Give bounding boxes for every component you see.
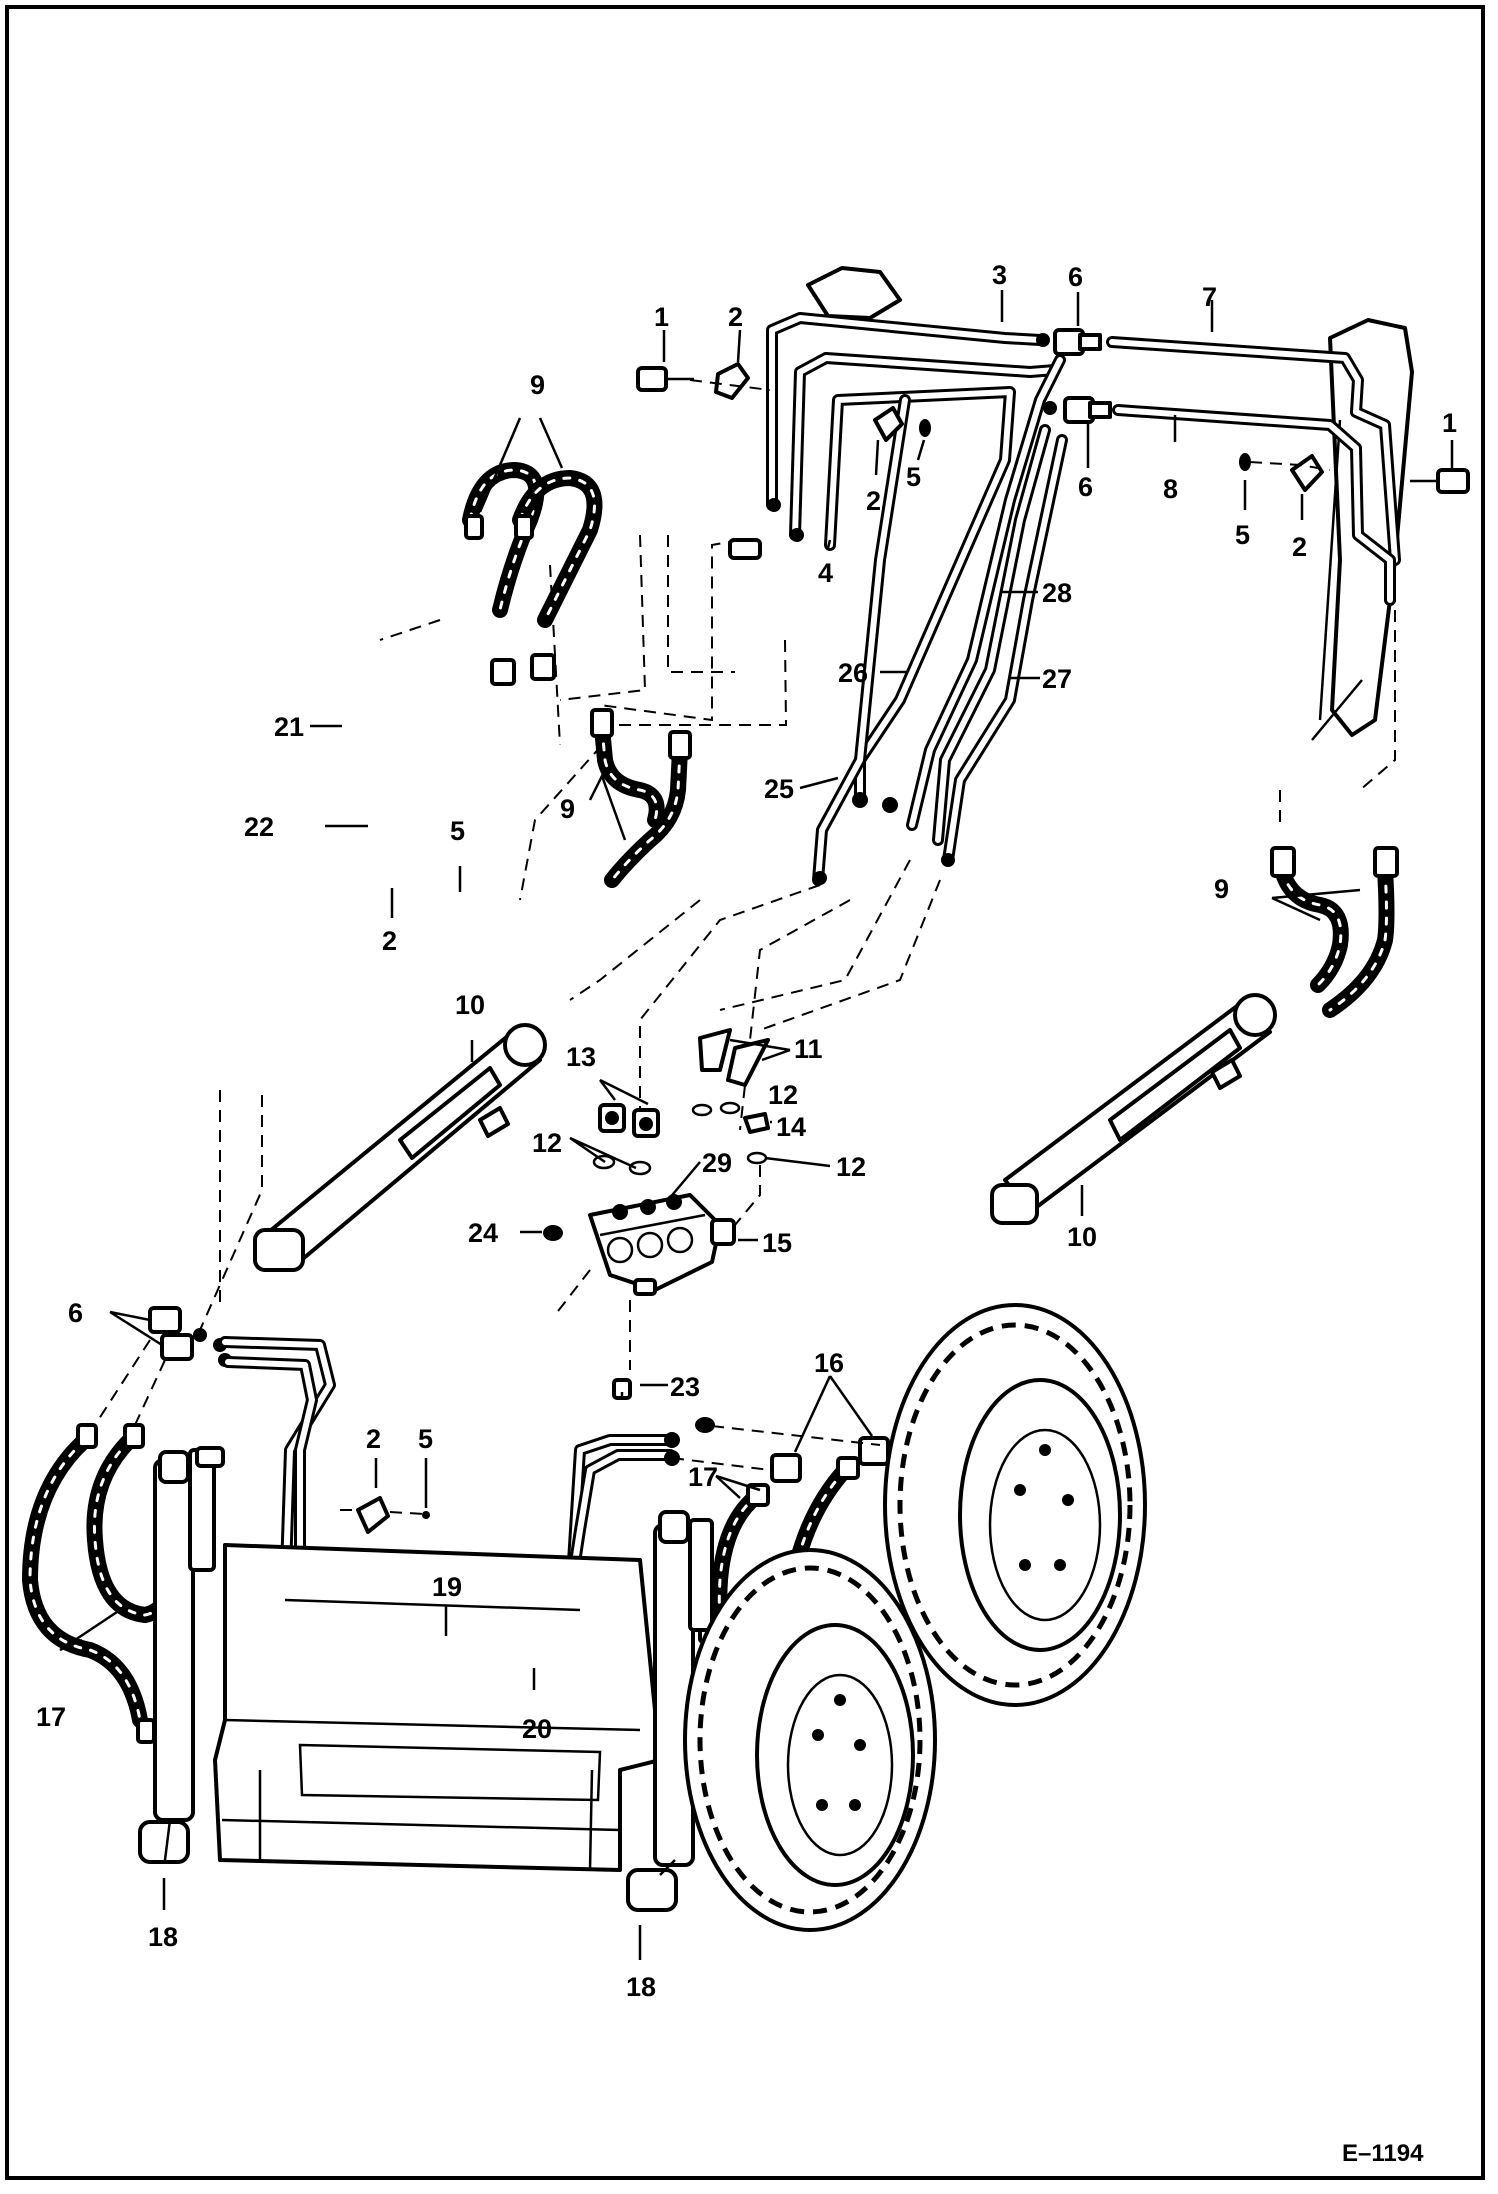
left-lift-cylinder [138, 1446, 225, 1864]
callout-label: 22 [244, 812, 274, 842]
callout-label: 3 [992, 260, 1007, 290]
callout-label: 26 [838, 658, 868, 688]
right-tilt-cylinder [990, 993, 1277, 1225]
callout-label: 14 [776, 1112, 806, 1142]
callout-label: 17 [36, 1702, 66, 1732]
callout-label: 9 [530, 370, 545, 400]
callout-label: 24 [468, 1218, 498, 1248]
callout-label: 17 [688, 1462, 718, 1492]
lower-tees [148, 1090, 263, 1367]
callout-label: 2 [366, 1424, 381, 1454]
callout-label: 12 [532, 1128, 562, 1158]
callout-label: 20 [522, 1714, 552, 1744]
callout-label: 12 [768, 1080, 798, 1110]
callout-label: 16 [814, 1348, 844, 1378]
manifold-and-fittings [543, 1028, 770, 1400]
right-hoses [1270, 846, 1399, 1018]
upper-left-hoses [462, 461, 603, 686]
callout-label: 13 [566, 1042, 596, 1072]
right-arm-upright [1328, 318, 1414, 737]
leader-lines [59, 290, 1454, 1960]
callout-label: 6 [68, 1298, 83, 1328]
callout-label: 23 [670, 1372, 700, 1402]
upper-routing-dashes [379, 379, 1396, 1131]
callout-label: 5 [450, 816, 465, 846]
upper-tube-lines [766, 312, 1401, 886]
callout-label: 18 [148, 1922, 178, 1952]
callout-label: 7 [1202, 282, 1217, 312]
callout-label: 9 [560, 794, 575, 824]
callout-label: 9 [1214, 874, 1229, 904]
upper-hardware [636, 362, 1470, 494]
lift-arm-frame [806, 266, 1414, 741]
callout-label: 12 [836, 1152, 866, 1182]
callout-label: 11 [794, 1034, 823, 1064]
callout-label: 5 [1235, 520, 1250, 550]
callout-label: 18 [626, 1972, 656, 2002]
callout-label: 25 [764, 774, 794, 804]
left-tilt-cylinder [253, 1023, 547, 1272]
callout-label: 29 [702, 1148, 732, 1178]
callout-labels: 1 2 3 6 7 9 2 5 4 6 8 1 5 2 28 26 27 21 … [36, 260, 1457, 2002]
front-tire [683, 1548, 937, 1932]
callout-label: 1 [1442, 408, 1457, 438]
loader-frame [213, 1543, 662, 1872]
callout-label: 5 [418, 1424, 433, 1454]
callout-label: 1 [654, 302, 669, 332]
callout-label: 8 [1163, 474, 1178, 504]
callout-label: 2 [382, 926, 397, 956]
figure-id: E–1194 [1342, 2140, 1424, 2167]
right-arm-edge [1318, 419, 1342, 721]
callout-label: 4 [818, 558, 833, 588]
callout-label: 2 [866, 486, 881, 516]
callout-label: 28 [1042, 578, 1072, 608]
rear-tire [883, 1303, 1147, 1707]
callout-label: 19 [432, 1572, 462, 1602]
callout-label: 21 [274, 712, 304, 742]
callout-label: 6 [1068, 262, 1083, 292]
callout-label: 10 [1067, 1222, 1097, 1252]
callout-label: 27 [1042, 664, 1072, 694]
upper-fittings [728, 328, 1112, 885]
right-arm-detail [1311, 679, 1363, 741]
callout-label: 5 [906, 462, 921, 492]
callout-label: 6 [1078, 472, 1093, 502]
callout-label: 2 [728, 302, 743, 332]
diagram-border [5, 5, 1485, 2180]
right-lift-cylinder [626, 1510, 714, 1912]
left-arm-top-block [806, 266, 902, 320]
lower-hardware [340, 1496, 430, 1534]
middle-hoses [590, 708, 692, 888]
callout-label: 10 [455, 990, 485, 1020]
callout-label: 2 [1292, 532, 1307, 562]
callout-label: 15 [762, 1228, 792, 1258]
